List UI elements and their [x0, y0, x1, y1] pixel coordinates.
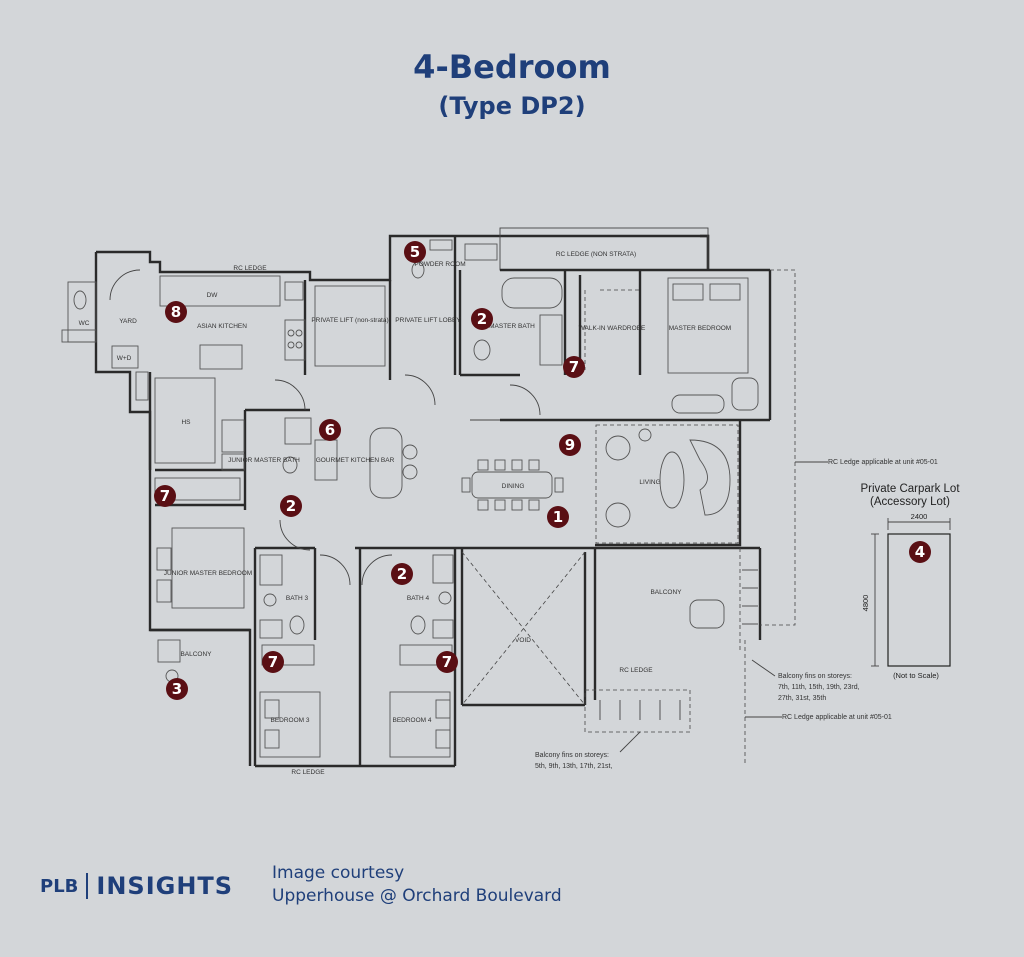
furniture	[61, 239, 796, 765]
label-balcony-right: BALCONY	[650, 589, 682, 596]
svg-text:7: 7	[569, 358, 579, 376]
credit-line-1: Image courtesy	[272, 863, 405, 883]
marker-1: 1	[547, 506, 569, 528]
exterior-walls	[94, 227, 772, 766]
credit-line-2: Upperhouse @ Orchard Boulevard	[272, 886, 562, 906]
note-rc-ledge-2: RC Ledge applicable at unit #05-01	[782, 714, 892, 721]
label-yard: YARD	[119, 318, 137, 325]
label-rc-ledge-non-strata: RC LEDGE (NON STRATA)	[556, 251, 636, 258]
marker-7-junior: 7	[154, 485, 176, 507]
carpark-scale-note: (Not to Scale)	[893, 671, 939, 680]
marker-3: 3	[166, 678, 188, 700]
label-void: VOID	[515, 637, 531, 644]
label-wd: W+D	[117, 355, 132, 362]
logo-plb: PLB	[40, 875, 79, 897]
label-junior-master-bath: JUNIOR MASTER BATH	[228, 457, 300, 464]
plan-notes: RC Ledge applicable at unit #05-01 RC Le…	[535, 459, 938, 770]
label-rc-ledge-bottom: RC LEDGE	[291, 769, 325, 776]
marker-7-bed3: 7	[262, 651, 284, 673]
label-powder-room: POWDER ROOM	[414, 261, 465, 268]
label-private-lift-lobby: PRIVATE LIFT LOBBY	[395, 317, 461, 324]
label-bath-4: BATH 4	[407, 595, 430, 602]
svg-text:2: 2	[397, 565, 407, 583]
doors	[109, 269, 541, 586]
marker-9: 9	[559, 434, 581, 456]
note-fins-right-3: 27th, 31st, 35th	[778, 695, 826, 702]
carpark-subtitle: (Accessory Lot)	[870, 496, 950, 508]
marker-8: 8	[165, 301, 187, 323]
room-labels: WC YARD ASIAN KITCHEN DW W+D HS PRIVATE …	[79, 251, 732, 776]
label-bedroom-4: BEDROOM 4	[392, 717, 431, 724]
label-wc: WC	[79, 320, 90, 327]
label-walk-in-wardrobe: WALK-IN WARDROBE	[579, 325, 646, 332]
logo-insights: INSIGHTS	[96, 872, 234, 900]
plb-insights-logo: PLB INSIGHTS	[40, 872, 233, 900]
label-junior-master-bedroom: JUNIOR MASTER BEDROOM	[164, 570, 252, 577]
svg-text:4: 4	[915, 543, 925, 561]
label-dining: DINING	[502, 483, 525, 490]
marker-7-bed4: 7	[436, 651, 458, 673]
svg-text:2: 2	[286, 497, 296, 515]
marker-2-bath-4: 2	[391, 563, 413, 585]
marker-7-wardrobe: 7	[563, 356, 585, 378]
page-subtitle: (Type DP2)	[438, 92, 586, 120]
label-gourmet-kitchen-bar: GOURMET KITCHEN BAR	[316, 457, 395, 464]
svg-text:7: 7	[268, 653, 278, 671]
marker-2-master-bath: 2	[471, 308, 493, 330]
label-rc-ledge-top: RC LEDGE	[233, 265, 267, 272]
label-private-lift: PRIVATE LIFT (non-strata)	[311, 317, 388, 324]
interior-walls	[148, 236, 642, 768]
svg-text:5: 5	[410, 243, 420, 261]
note-fins-bottom-1: Balcony fins on storeys:	[535, 752, 609, 759]
svg-text:8: 8	[171, 303, 181, 321]
label-bedroom-3: BEDROOM 3	[270, 717, 309, 724]
marker-6: 6	[319, 419, 341, 441]
svg-text:7: 7	[442, 653, 452, 671]
logo-divider	[86, 873, 89, 899]
note-fins-right-2: 7th, 11th, 15th, 19th, 23rd,	[778, 684, 860, 691]
label-living: LIVING	[639, 479, 660, 486]
page-title: 4-Bedroom	[413, 48, 611, 86]
carpark-width: 2400	[911, 512, 928, 521]
marker-4: 4	[909, 541, 931, 563]
svg-text:3: 3	[172, 680, 182, 698]
svg-text:7: 7	[160, 487, 170, 505]
svg-text:9: 9	[565, 436, 575, 454]
carpark-title: Private Carpark Lot	[860, 483, 960, 495]
label-master-bath: MASTER BATH	[489, 323, 535, 330]
note-fins-bottom-2: 5th, 9th, 13th, 17th, 21st,	[535, 763, 612, 770]
svg-text:6: 6	[325, 421, 335, 439]
carpark-length: 4800	[861, 595, 870, 612]
note-fins-right-1: Balcony fins on storeys:	[778, 673, 852, 680]
label-master-bedroom: MASTER BEDROOM	[669, 325, 731, 332]
label-dw: DW	[207, 292, 219, 299]
carpark-diagram: Private Carpark Lot (Accessory Lot) 2400…	[860, 483, 960, 680]
numbered-markers: 1 2 2 2 3 4 5 6 7 7 7 7 8 9	[154, 241, 931, 700]
carpark-lot	[887, 533, 951, 667]
marker-2-junior-bath: 2	[280, 495, 302, 517]
svg-text:1: 1	[553, 508, 563, 526]
marker-5: 5	[404, 241, 426, 263]
svg-text:2: 2	[477, 310, 487, 328]
label-bath-3: BATH 3	[286, 595, 309, 602]
label-rc-ledge-balcony: RC LEDGE	[619, 667, 653, 674]
label-hs: HS	[181, 419, 191, 426]
label-asian-kitchen: ASIAN KITCHEN	[197, 323, 247, 330]
note-rc-ledge-1: RC Ledge applicable at unit #05-01	[828, 459, 938, 466]
label-balcony-left: BALCONY	[180, 651, 212, 658]
